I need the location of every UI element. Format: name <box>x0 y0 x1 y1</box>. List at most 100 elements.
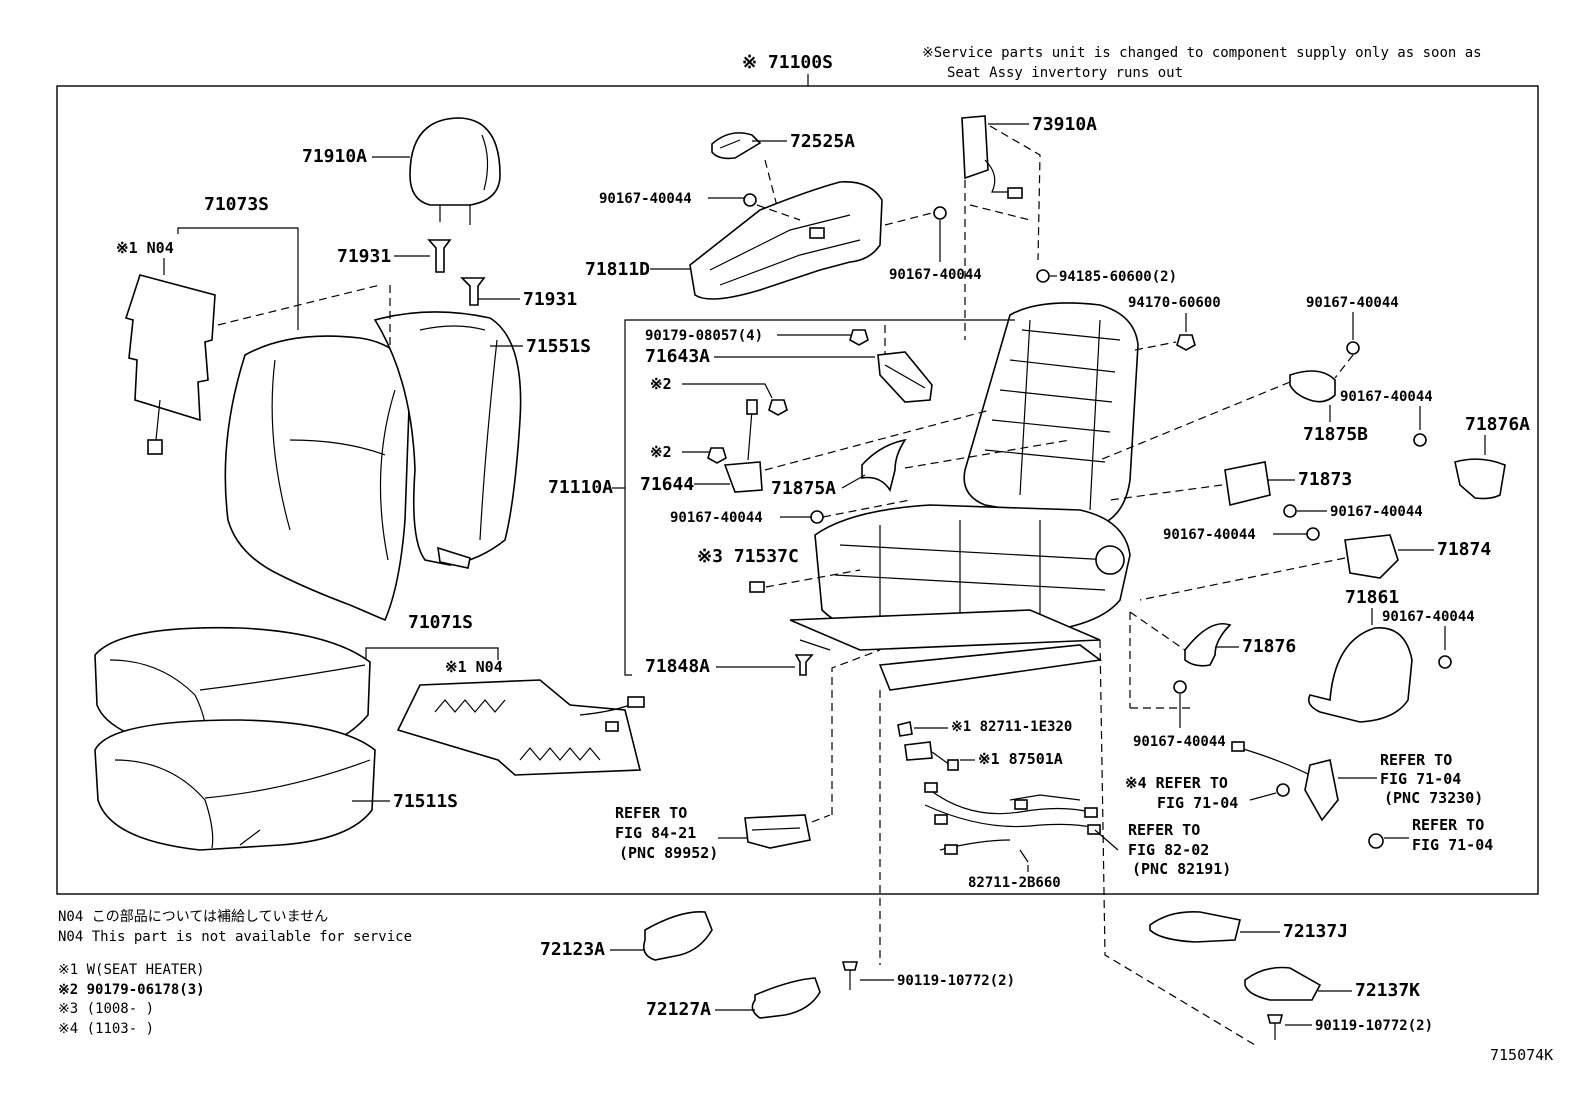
part-72525A[interactable]: 72525A <box>790 131 855 152</box>
note-n04-english: N04 This part is not available for servi… <box>58 929 412 945</box>
footnote-1: ※1 W(SEAT HEATER) <box>58 962 205 978</box>
part-71874[interactable]: 71874 <box>1437 539 1491 560</box>
seat-frame <box>789 302 1139 691</box>
part-71551S[interactable]: 71551S <box>526 336 591 357</box>
part-90167-40044-a[interactable]: 90167-40044 <box>599 191 692 207</box>
cover-71876A <box>1454 458 1506 500</box>
part-90167-40044-d[interactable]: 90167-40044 <box>670 510 763 526</box>
bolt-90119-right <box>1266 1014 1284 1040</box>
part-90167-40044-b[interactable]: 90167-40044 <box>889 267 982 283</box>
outer-cover-71875B <box>1289 370 1336 403</box>
svg-text:FIG 71-04: FIG 71-04 <box>1380 770 1461 788</box>
part-71931-upper[interactable]: 71931 <box>337 246 391 267</box>
cushion-heater-mat <box>396 679 645 776</box>
part-73910A[interactable]: 73910A <box>1032 114 1097 135</box>
part-87501A[interactable]: ※1 87501A <box>978 750 1063 768</box>
part-71073S[interactable]: 71073S <box>204 194 269 215</box>
part-71875A[interactable]: 71875A <box>771 478 836 499</box>
part-90167-40044-h[interactable]: 90167-40044 <box>1382 609 1475 625</box>
cover-71873 <box>1224 461 1271 506</box>
part-71931-lower[interactable]: 71931 <box>523 289 577 310</box>
assembly-frame <box>56 85 1539 895</box>
seat-ecu-module <box>744 814 811 849</box>
svg-text:FIG 71-04: FIG 71-04 <box>1157 794 1238 812</box>
part-71861[interactable]: 71861 <box>1345 587 1399 608</box>
part-71848A[interactable]: 71848A <box>645 656 710 677</box>
lumbar-bracket <box>877 351 933 403</box>
seat-cushion-pad <box>94 719 376 851</box>
note-n04-japanese: N04 この部品については補給していません <box>58 909 328 925</box>
part-90167-40044-c[interactable]: 90167-40044 <box>1306 295 1399 311</box>
part-94185-60600[interactable]: 94185-60600(2) <box>1059 269 1177 285</box>
rail-cover-72123A <box>642 911 713 961</box>
part-71876[interactable]: 71876 <box>1242 636 1296 657</box>
part-71110A[interactable]: 71110A <box>548 477 613 498</box>
part-90167-40044-e[interactable]: 90167-40044 <box>1340 389 1433 405</box>
part-72137K[interactable]: 72137K <box>1355 980 1420 1001</box>
svg-text:REFER TO: REFER TO <box>1128 821 1200 839</box>
bolt-90119-left <box>841 961 859 990</box>
rail-cover-72137K <box>1244 966 1322 1001</box>
assembly-number: ※ 71100S <box>742 52 833 73</box>
part-71876A[interactable]: 71876A <box>1465 414 1530 435</box>
part-82711-1E320[interactable]: ※1 82711-1E320 <box>951 719 1072 735</box>
part-90119-10772-b[interactable]: 90119-10772(2) <box>1315 1018 1433 1034</box>
part-90167-40044-f[interactable]: 90167-40044 <box>1330 504 1423 520</box>
part-71875B[interactable]: 71875B <box>1303 424 1368 445</box>
part-71910A[interactable]: 71910A <box>302 146 367 167</box>
part-71071S[interactable]: 71071S <box>408 612 473 633</box>
back-heater-mat <box>124 274 216 455</box>
svg-text:(PNC 73230): (PNC 73230) <box>1384 789 1483 807</box>
part-94170-60600[interactable]: 94170-60600 <box>1128 295 1221 311</box>
service-note-line-2: Seat Assy invertory runs out <box>947 65 1183 81</box>
part-90119-10772-a[interactable]: 90119-10772(2) <box>897 973 1015 989</box>
part-72127A[interactable]: 72127A <box>646 999 711 1020</box>
headrest-guide-drawing <box>427 239 486 306</box>
occupant-sensor <box>904 741 959 771</box>
svg-text:FIG 84-21: FIG 84-21 <box>615 824 696 842</box>
ref-fig-71-04[interactable]: REFER TO FIG 71-04 <box>1412 816 1493 854</box>
part-90179-08057[interactable]: 90179-08057(4) <box>645 328 763 344</box>
part-72123A[interactable]: 72123A <box>540 939 605 960</box>
svg-text:※4 REFER TO: ※4 REFER TO <box>1125 774 1228 792</box>
figure-id: 715074K <box>1490 1046 1553 1064</box>
part-71873[interactable]: 71873 <box>1298 469 1352 490</box>
part-71537C[interactable]: ※3 71537C <box>697 546 799 567</box>
ref-fig-71-04-pnc-73230[interactable]: REFER TO FIG 71-04 (PNC 73230) <box>1380 751 1483 807</box>
svg-text:REFER TO: REFER TO <box>1412 816 1484 834</box>
service-note-line-1: ※Service parts unit is changed to compon… <box>922 45 1482 61</box>
rail-cover-72137J <box>1149 910 1241 943</box>
seat-belt-buckle <box>1231 741 1339 822</box>
svg-text:FIG 71-04: FIG 71-04 <box>1412 836 1493 854</box>
cover-71876 <box>1184 623 1232 667</box>
part-71511S[interactable]: 71511S <box>393 791 458 812</box>
ref-2-lower[interactable]: ※2 <box>650 443 672 461</box>
ref-fig-71-04-note4[interactable]: ※4 REFER TO FIG 71-04 <box>1125 774 1238 812</box>
side-airbag-module <box>961 115 1023 199</box>
part-n04-back-heater[interactable]: ※1 N04 <box>116 239 174 257</box>
part-72137J[interactable]: 72137J <box>1283 921 1348 942</box>
svg-text:(PNC 89952): (PNC 89952) <box>619 844 718 862</box>
part-90167-40044-g[interactable]: 90167-40044 <box>1163 527 1256 543</box>
svg-text:REFER TO: REFER TO <box>1380 751 1452 769</box>
wire-harness <box>924 782 1101 863</box>
part-71811D[interactable]: 71811D <box>585 259 650 280</box>
side-shield <box>689 181 883 300</box>
part-71643A[interactable]: 71643A <box>645 346 710 367</box>
recliner-cover-top <box>711 132 762 160</box>
cover-71874 <box>1344 534 1399 579</box>
part-71644[interactable]: 71644 <box>640 474 694 495</box>
ref-2-upper[interactable]: ※2 <box>650 375 672 393</box>
ref-fig-82-02[interactable]: REFER TO FIG 82-02 (PNC 82191) <box>1128 821 1231 878</box>
footnote-2: ※2 90179-06178(3) <box>58 982 205 998</box>
seat-back-pad <box>373 311 522 569</box>
part-90167-40044-i[interactable]: 90167-40044 <box>1133 734 1226 750</box>
rail-cover-72127A <box>751 977 821 1019</box>
headrest-drawing <box>409 117 501 225</box>
seat-heater-switch-bracket <box>723 399 763 493</box>
part-n04-cushion-heater[interactable]: ※1 N04 <box>445 658 503 676</box>
part-82711-2B660[interactable]: 82711-2B660 <box>968 875 1061 891</box>
footnote-4: ※4 (1103- ) <box>58 1021 154 1037</box>
ref-fig-84-21[interactable]: REFER TO FIG 84-21 (PNC 89952) <box>615 804 718 862</box>
svg-text:FIG 82-02: FIG 82-02 <box>1128 841 1209 859</box>
